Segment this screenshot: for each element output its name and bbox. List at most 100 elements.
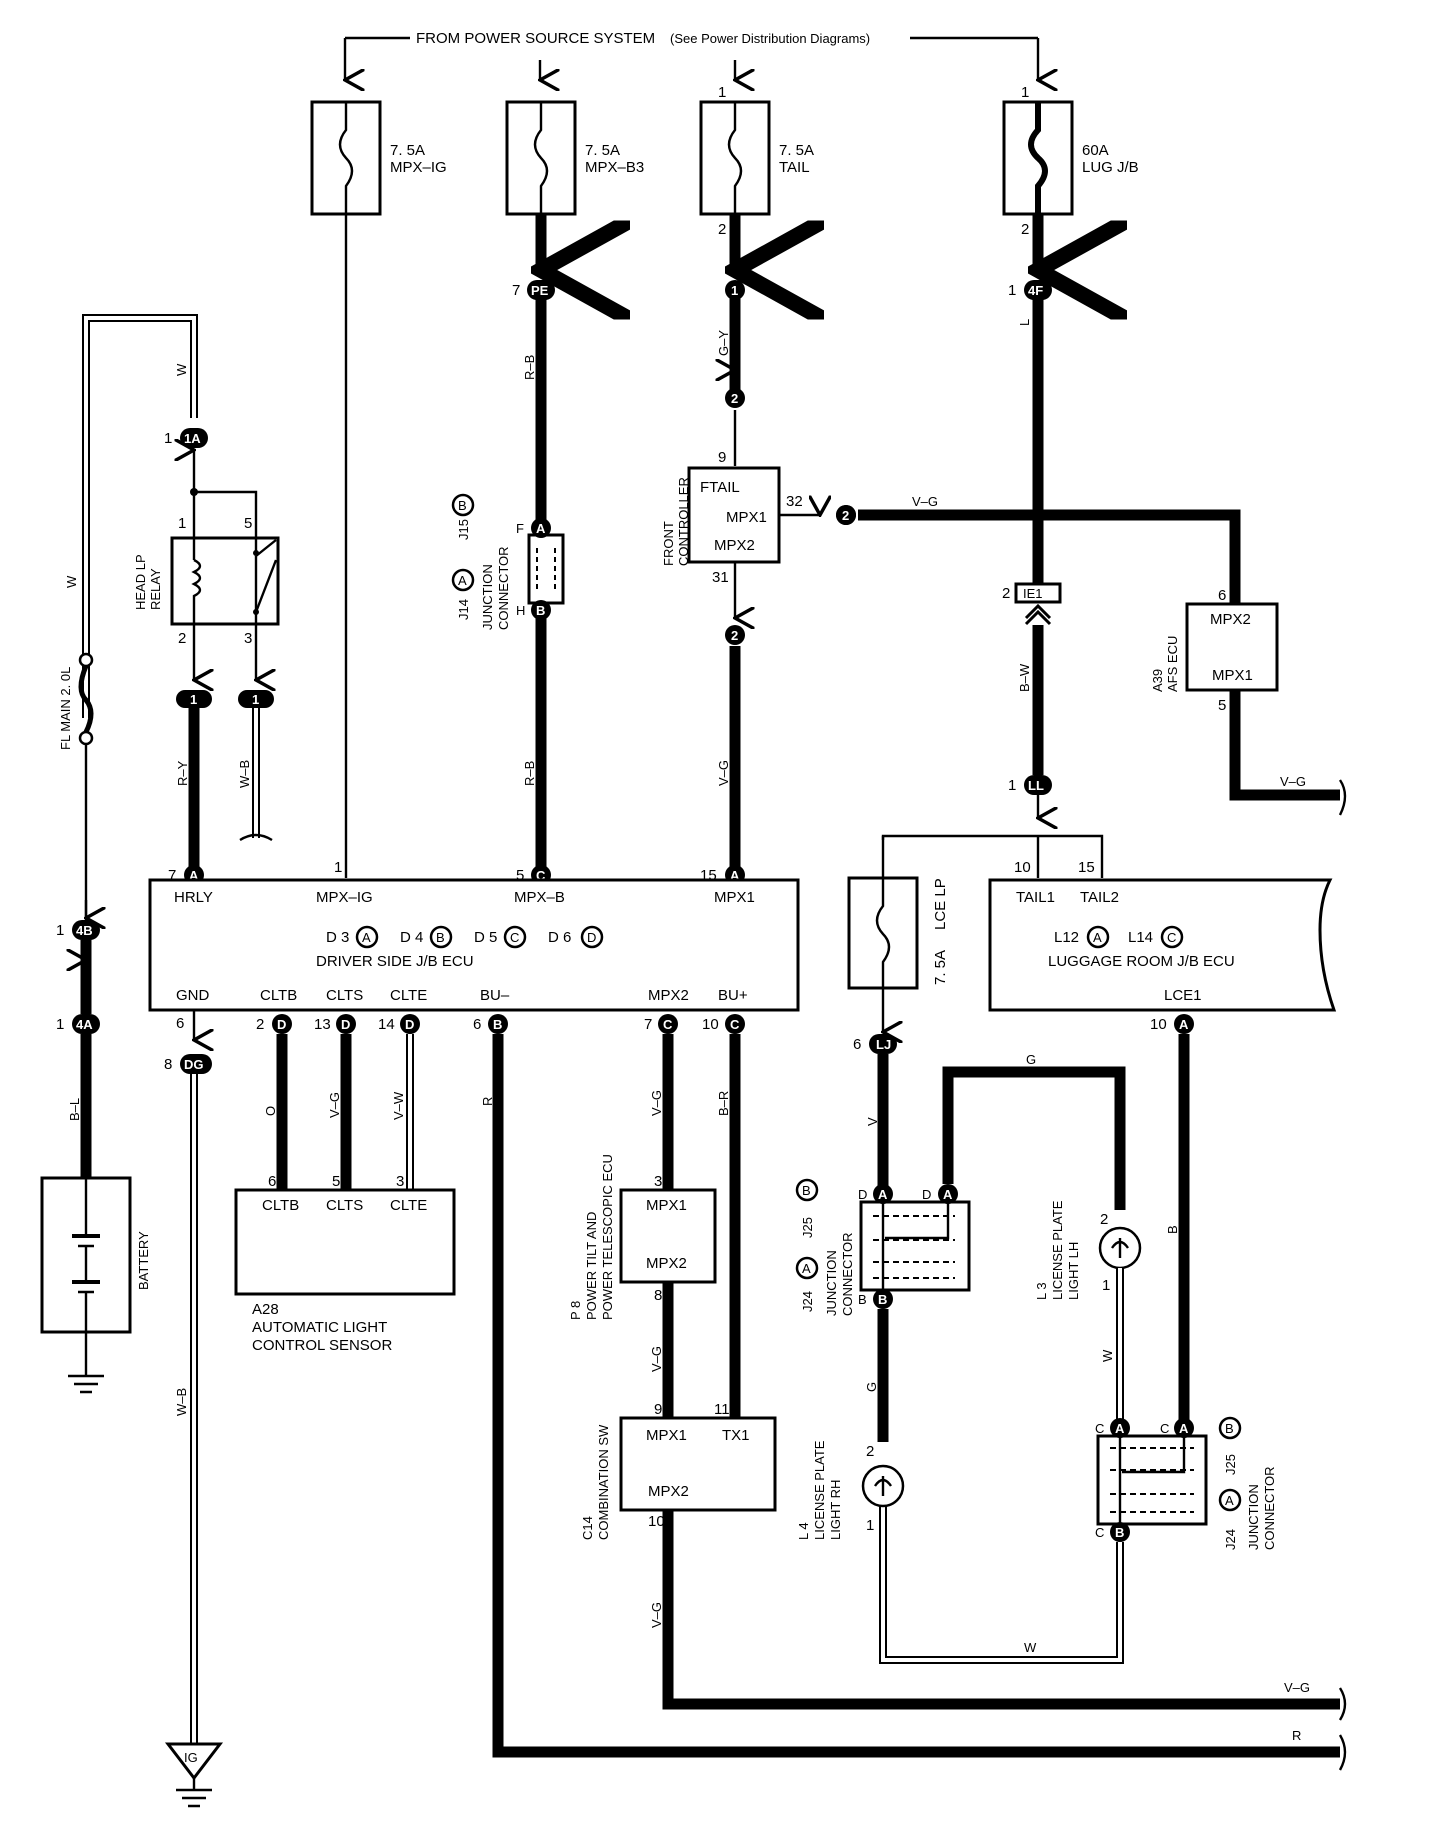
svg-text:B: B — [1225, 1421, 1234, 1436]
svg-text:B: B — [802, 1183, 811, 1198]
svg-text:C: C — [1167, 930, 1176, 945]
svg-text:J15: J15 — [456, 519, 471, 540]
svg-text:LCE1: LCE1 — [1164, 987, 1202, 1004]
wire-color: V–G — [1280, 774, 1306, 789]
wire-color: L — [1017, 319, 1032, 326]
wire-color: V–G — [912, 494, 938, 509]
svg-text:LCE LP: LCE LP — [932, 878, 949, 930]
svg-text:CONTROL SENSOR: CONTROL SENSOR — [252, 1337, 392, 1354]
svg-text:JUNCTION: JUNCTION — [824, 1250, 839, 1316]
svg-text:CLTE: CLTE — [390, 1197, 427, 1214]
fuse-name: LUG J/B — [1082, 159, 1139, 176]
fuse-rating: 7. 5A — [585, 142, 620, 159]
svg-text:RELAY: RELAY — [148, 568, 163, 610]
svg-text:IG: IG — [184, 1750, 198, 1765]
svg-text:11: 11 — [714, 1401, 730, 1418]
junction-connector-j24-j25-top: A A B D D B J24 A J25 B JUNCTION CONNECT… — [795, 1178, 971, 1316]
svg-text:2: 2 — [178, 630, 186, 647]
svg-text:J25: J25 — [1223, 1454, 1238, 1475]
svg-text:1: 1 — [1008, 777, 1016, 794]
svg-text:B: B — [458, 498, 467, 513]
svg-text:TAIL1: TAIL1 — [1016, 889, 1055, 906]
svg-text:MPX1: MPX1 — [1212, 667, 1253, 684]
svg-text:FL MAIN 2. 0L: FL MAIN 2. 0L — [58, 667, 73, 750]
fuse-lug-jb: 60A LUG J/B 1 2 — [1002, 84, 1139, 238]
svg-text:O: O — [263, 1106, 278, 1116]
connector-4b-4a: 4B 1 4A 1 B–L — [56, 900, 100, 1178]
svg-text:W–B: W–B — [237, 760, 252, 788]
svg-text:CLTB: CLTB — [260, 987, 297, 1004]
svg-text:L 3: L 3 — [1034, 1282, 1049, 1300]
svg-text:D 5: D 5 — [474, 929, 497, 946]
svg-text:5: 5 — [244, 515, 252, 532]
svg-text:W: W — [1100, 1349, 1115, 1362]
svg-text:A28: A28 — [252, 1301, 279, 1318]
svg-text:3: 3 — [654, 1173, 662, 1190]
wire-color: V — [865, 1117, 880, 1126]
svg-text:CLTS: CLTS — [326, 987, 363, 1004]
svg-text:TAIL2: TAIL2 — [1080, 889, 1119, 906]
svg-text:8: 8 — [654, 1287, 662, 1304]
power-source-see-label: (See Power Distribution Diagrams) — [670, 31, 870, 46]
svg-text:1: 1 — [1102, 1277, 1110, 1294]
svg-text:10: 10 — [648, 1513, 665, 1530]
svg-text:14: 14 — [378, 1016, 395, 1033]
svg-text:A: A — [1093, 930, 1102, 945]
svg-text:CLTS: CLTS — [326, 1197, 363, 1214]
svg-text:MPX1: MPX1 — [714, 889, 755, 906]
power-tilt-telescopic-ecu: MPX1 MPX2 P 8 POWER TILT AND POWER TELES… — [568, 1154, 717, 1320]
svg-text:H: H — [516, 603, 525, 618]
svg-text:MPX2: MPX2 — [648, 1483, 689, 1500]
svg-text:LL: LL — [1028, 778, 1044, 793]
svg-text:1: 1 — [56, 1016, 64, 1033]
svg-text:J24: J24 — [1223, 1529, 1238, 1550]
wire-bu-minus: B 6 R R — [473, 1014, 1347, 1771]
svg-text:BATTERY: BATTERY — [136, 1231, 151, 1290]
svg-text:A: A — [458, 573, 467, 588]
svg-text:1: 1 — [1008, 282, 1016, 299]
svg-text:A: A — [536, 521, 546, 536]
svg-text:LJ: LJ — [876, 1037, 891, 1052]
svg-text:CONNECTOR: CONNECTOR — [496, 546, 511, 630]
svg-text:G: G — [864, 1382, 879, 1392]
svg-text:D: D — [922, 1187, 931, 1202]
svg-text:BU–: BU– — [480, 987, 510, 1004]
svg-text:1: 1 — [190, 692, 197, 707]
svg-text:V–G: V–G — [649, 1090, 664, 1116]
svg-text:A: A — [878, 1187, 888, 1202]
svg-text:HRLY: HRLY — [174, 889, 213, 906]
svg-text:V–G: V–G — [327, 1092, 342, 1118]
svg-text:6: 6 — [1218, 587, 1226, 604]
svg-text:6: 6 — [473, 1016, 481, 1033]
svg-text:W: W — [64, 575, 79, 588]
wire-relay-wb: 1 W–B — [237, 624, 274, 842]
svg-text:B–L: B–L — [67, 1098, 82, 1121]
svg-text:C: C — [536, 868, 546, 883]
svg-text:C: C — [1095, 1421, 1104, 1436]
svg-text:W: W — [174, 363, 189, 376]
power-source-header: FROM POWER SOURCE SYSTEM (See Power Dist… — [345, 30, 1038, 80]
svg-text:DG: DG — [184, 1057, 204, 1072]
svg-text:V–G: V–G — [649, 1346, 664, 1372]
svg-text:C: C — [730, 1017, 740, 1032]
svg-text:MPX1: MPX1 — [646, 1427, 687, 1444]
wire-fl-main: W W — [64, 314, 198, 718]
svg-text:V–G: V–G — [649, 1602, 664, 1628]
svg-text:J25: J25 — [800, 1217, 815, 1238]
fuse-rating: 60A — [1082, 142, 1109, 159]
svg-text:5: 5 — [1218, 697, 1226, 714]
svg-text:CLTB: CLTB — [262, 1197, 299, 1214]
svg-text:GND: GND — [176, 987, 210, 1004]
svg-text:MPX1: MPX1 — [726, 509, 767, 526]
svg-text:7: 7 — [512, 282, 520, 299]
svg-text:LIGHT RH: LIGHT RH — [828, 1480, 843, 1540]
junction-connector-j14-j15: A B F H J14 A J15 B JUNCTION CONNECTOR — [451, 493, 565, 630]
svg-text:B–R: B–R — [716, 1091, 731, 1116]
svg-text:F: F — [516, 521, 524, 536]
svg-text:MPX2: MPX2 — [648, 987, 689, 1004]
svg-text:C: C — [663, 1017, 673, 1032]
head-lp-relay: 1 5 2 3 HEAD LP RELAY — [133, 515, 280, 647]
fuse-tail: 7. 5A TAIL 1 2 — [699, 84, 814, 238]
svg-text:9: 9 — [718, 449, 726, 466]
